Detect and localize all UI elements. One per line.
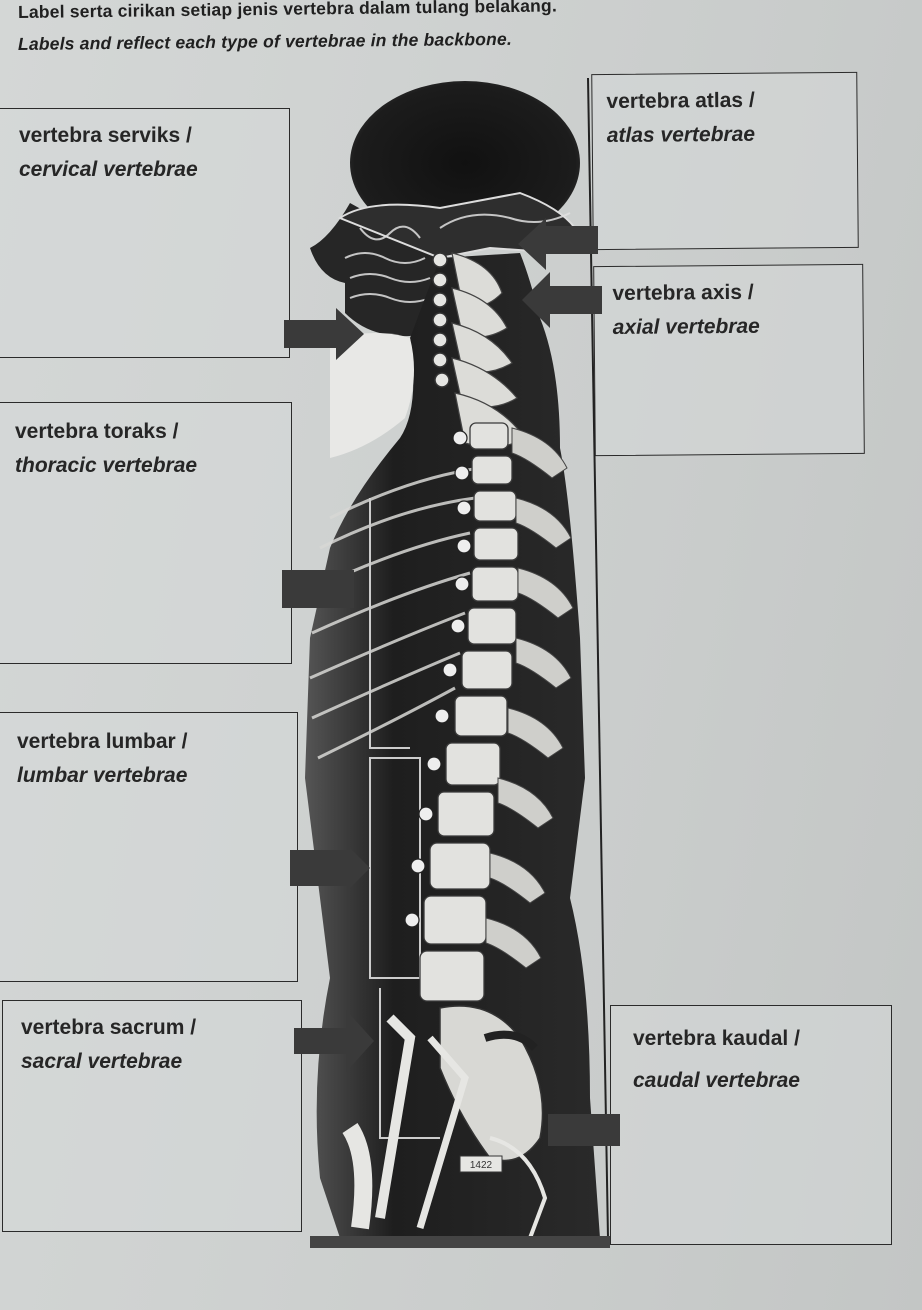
plate-label: 1422	[470, 1160, 493, 1171]
label-malay: vertebra serviks /	[19, 124, 192, 147]
right-arrow-icon	[282, 570, 354, 608]
label-malay: vertebra kaudal /	[633, 1027, 800, 1050]
label-malay: vertebra toraks /	[15, 420, 179, 443]
right-arrow-icon	[294, 1010, 374, 1072]
answer-field-lumbar[interactable]	[9, 799, 287, 973]
label-box-thoracic[interactable]: vertebra toraks / thoracic vertebrae	[0, 402, 292, 664]
answer-field-cervical[interactable]	[9, 195, 279, 349]
arrow-to-lumbar-icon	[290, 846, 370, 890]
left-arrow-icon	[548, 1114, 620, 1146]
label-malay: vertebra sacrum /	[21, 1016, 197, 1039]
answer-field-atlas[interactable]	[602, 158, 848, 242]
label-box-lumbar[interactable]: vertebra lumbar / lumbar vertebrae	[0, 712, 298, 982]
arrow-to-caudal-icon	[548, 1114, 620, 1146]
arrow-to-atlas-icon	[518, 218, 598, 270]
label-english: caudal vertebrae	[633, 1069, 800, 1092]
label-malay: vertebra axis /	[612, 280, 754, 306]
label-malay: vertebra atlas /	[606, 88, 755, 114]
label-box-sacral[interactable]: vertebra sacrum / sacral vertebrae	[2, 1000, 302, 1232]
left-arrow-icon	[518, 218, 598, 270]
label-english: cervical vertebrae	[19, 158, 198, 181]
answer-field-axial[interactable]	[604, 350, 854, 448]
arrow-to-thoracic-icon	[282, 570, 354, 608]
label-english: atlas vertebrae	[606, 122, 756, 148]
label-box-axial[interactable]: vertebra axis / axial vertebrae	[593, 263, 865, 457]
spine-xray-illustration: 1422	[305, 78, 610, 1248]
label-box-caudal[interactable]: vertebra kaudal / caudal vertebrae	[610, 1005, 892, 1245]
arrow-to-axial-icon	[522, 272, 602, 328]
label-english: sacral vertebrae	[21, 1050, 183, 1073]
answer-field-thoracic[interactable]	[9, 489, 281, 655]
label-box-atlas[interactable]: vertebra atlas / atlas vertebrae	[591, 71, 859, 251]
label-english: thoracic vertebrae	[15, 454, 198, 477]
left-arrow-icon	[522, 272, 602, 328]
right-arrow-icon	[284, 308, 364, 360]
arrow-to-sacral-icon	[294, 1010, 374, 1072]
right-arrow-icon	[290, 846, 370, 890]
answer-field-caudal[interactable]	[621, 1092, 881, 1236]
arrow-to-cervical-icon	[284, 308, 364, 360]
label-english: axial vertebrae	[612, 314, 760, 340]
instruction-malay: Label serta cirikan setiap jenis vertebr…	[17, 0, 558, 22]
label-malay: vertebra lumbar /	[17, 730, 188, 753]
instruction-english: Labels and reflect each type of vertebra…	[17, 28, 513, 54]
skeleton-figure: 1422	[290, 78, 610, 1248]
label-box-cervical[interactable]: vertebra serviks / cervical vertebrae	[0, 108, 290, 358]
label-english: lumbar vertebrae	[17, 764, 188, 787]
answer-field-sacral[interactable]	[13, 1087, 291, 1223]
